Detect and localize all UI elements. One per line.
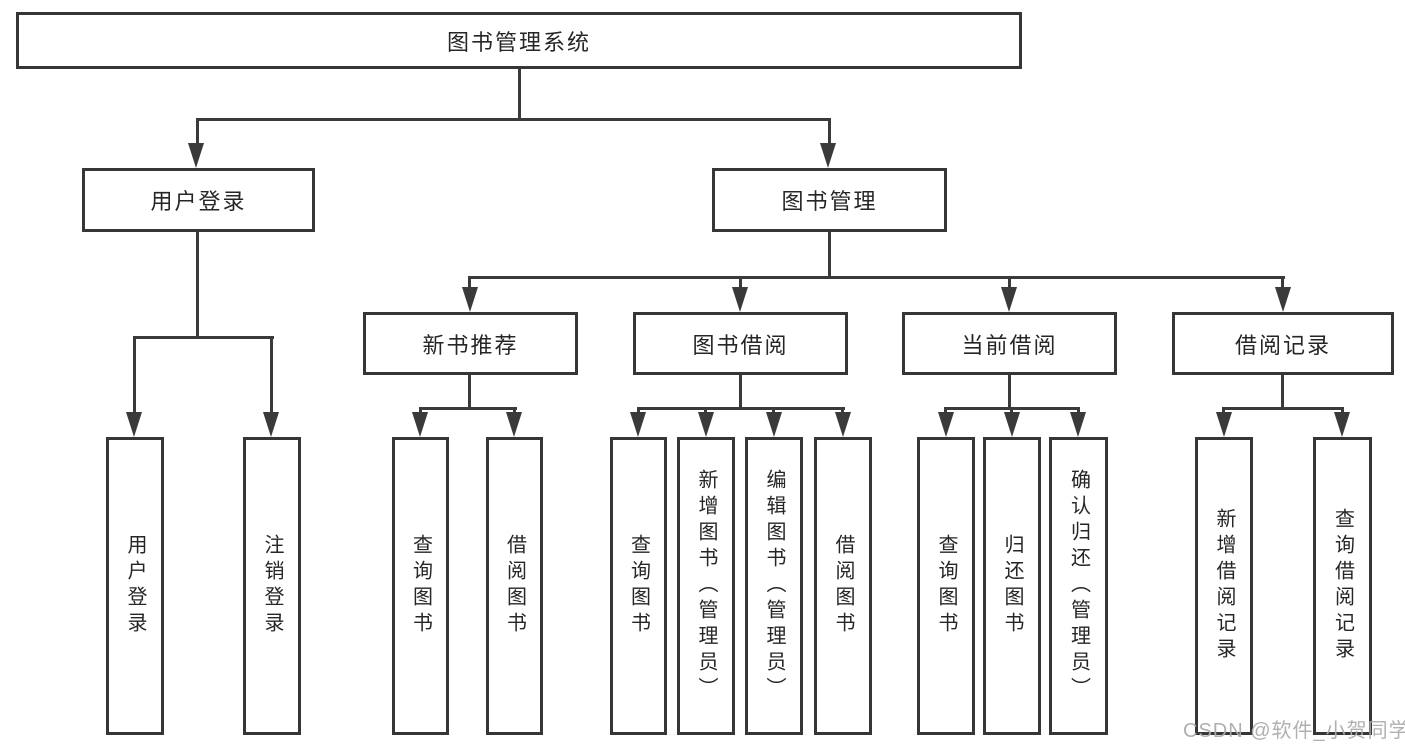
connector-line xyxy=(468,276,1285,279)
node-book-management-label: 图书管理 xyxy=(781,189,878,214)
connector-line xyxy=(196,121,199,146)
arrowhead-icon xyxy=(1001,287,1017,312)
leaf-current-query-books: 查询图书 xyxy=(917,437,975,735)
connector-line xyxy=(133,336,274,339)
connector-line xyxy=(828,232,831,279)
leaf-logout: 注销登录 xyxy=(243,437,301,735)
leaf-borrow-edit-books-admin: 编辑图书（管理员） xyxy=(745,437,803,735)
leaf-user-login: 用户登录 xyxy=(106,437,164,735)
leaf-current-return-books: 归还图书 xyxy=(983,437,1041,735)
leaf-recommend-query-books: 查询图书 xyxy=(392,437,449,735)
connector-line xyxy=(944,407,1080,410)
connector-line xyxy=(518,69,521,121)
arrowhead-icon xyxy=(698,412,714,437)
arrowhead-icon xyxy=(1070,412,1086,437)
arrowhead-icon xyxy=(835,412,851,437)
leaf-borrow-borrow-books: 借阅图书 xyxy=(814,437,872,735)
leaf-records-add-record-label: 新增借阅记录 xyxy=(1213,508,1235,664)
connector-line xyxy=(739,375,742,410)
node-current-borrowing: 当前借阅 xyxy=(902,312,1117,375)
arrowhead-icon xyxy=(126,412,142,437)
leaf-current-confirm-return-admin-label: 确认归还（管理员） xyxy=(1067,469,1090,703)
leaf-borrow-borrow-books-label: 借阅图书 xyxy=(832,534,854,638)
node-borrowing-records: 借阅记录 xyxy=(1172,312,1394,375)
arrowhead-icon xyxy=(1004,412,1020,437)
leaf-recommend-query-books-label: 查询图书 xyxy=(409,534,432,638)
connector-line xyxy=(196,118,831,121)
connector-line xyxy=(419,407,517,410)
leaf-current-query-books-label: 查询图书 xyxy=(935,534,957,638)
node-book-borrowing: 图书借阅 xyxy=(633,312,848,375)
node-user-login: 用户登录 xyxy=(82,168,315,232)
connector-line xyxy=(1008,279,1011,290)
arrowhead-icon xyxy=(506,412,522,437)
node-current-borrowing-label: 当前借阅 xyxy=(961,332,1058,358)
connector-line xyxy=(1222,407,1344,410)
leaf-recommend-borrow-books-label: 借阅图书 xyxy=(503,534,526,638)
node-book-management: 图书管理 xyxy=(712,168,947,232)
connector-line xyxy=(468,279,471,290)
leaf-borrow-add-books-admin: 新增图书（管理员） xyxy=(677,437,735,735)
connector-line xyxy=(270,339,273,415)
arrowhead-icon xyxy=(188,143,204,168)
leaf-borrow-edit-books-admin-label: 编辑图书（管理员） xyxy=(763,469,785,703)
leaf-borrow-add-books-admin-label: 新增图书（管理员） xyxy=(695,469,717,703)
node-user-login-label: 用户登录 xyxy=(150,189,247,214)
node-new-book-recommend: 新书推荐 xyxy=(363,312,578,375)
leaf-current-confirm-return-admin: 确认归还（管理员） xyxy=(1049,437,1108,735)
arrowhead-icon xyxy=(732,287,748,312)
connector-line xyxy=(1281,279,1284,290)
node-library-system-label: 图书管理系统 xyxy=(446,29,591,55)
arrowhead-icon xyxy=(820,143,836,168)
arrowhead-icon xyxy=(462,287,478,312)
csdn-watermark: CSDN @软件_小贺同学 xyxy=(1183,720,1405,742)
connector-line xyxy=(196,232,199,339)
connector-line xyxy=(739,279,742,290)
node-borrowing-records-label: 借阅记录 xyxy=(1234,332,1331,358)
arrowhead-icon xyxy=(1216,412,1232,437)
arrowhead-icon xyxy=(630,412,646,437)
leaf-current-return-books-label: 归还图书 xyxy=(1001,534,1023,638)
leaf-borrow-query-books: 查询图书 xyxy=(610,437,667,735)
leaf-records-query-record: 查询借阅记录 xyxy=(1313,437,1372,735)
connector-line xyxy=(1008,375,1011,410)
arrowhead-icon xyxy=(766,412,782,437)
node-library-system: 图书管理系统 xyxy=(16,12,1022,69)
leaf-logout-label: 注销登录 xyxy=(261,534,283,638)
node-new-book-recommend-label: 新书推荐 xyxy=(422,332,519,358)
connector-line xyxy=(637,407,845,410)
leaf-borrow-query-books-label: 查询图书 xyxy=(627,534,650,638)
arrowhead-icon xyxy=(412,412,428,437)
connector-line xyxy=(468,375,471,410)
arrowhead-icon xyxy=(1275,287,1291,312)
node-book-borrowing-label: 图书借阅 xyxy=(692,332,789,358)
leaf-records-add-record: 新增借阅记录 xyxy=(1195,437,1253,735)
leaf-recommend-borrow-books: 借阅图书 xyxy=(486,437,543,735)
arrowhead-icon xyxy=(263,412,279,437)
connector-line xyxy=(828,121,831,146)
arrowhead-icon xyxy=(938,412,954,437)
connector-line xyxy=(133,339,136,415)
arrowhead-icon xyxy=(1334,412,1350,437)
leaf-user-login-label: 用户登录 xyxy=(124,534,146,638)
connector-line xyxy=(1281,375,1284,410)
leaf-records-query-record-label: 查询借阅记录 xyxy=(1331,508,1354,664)
